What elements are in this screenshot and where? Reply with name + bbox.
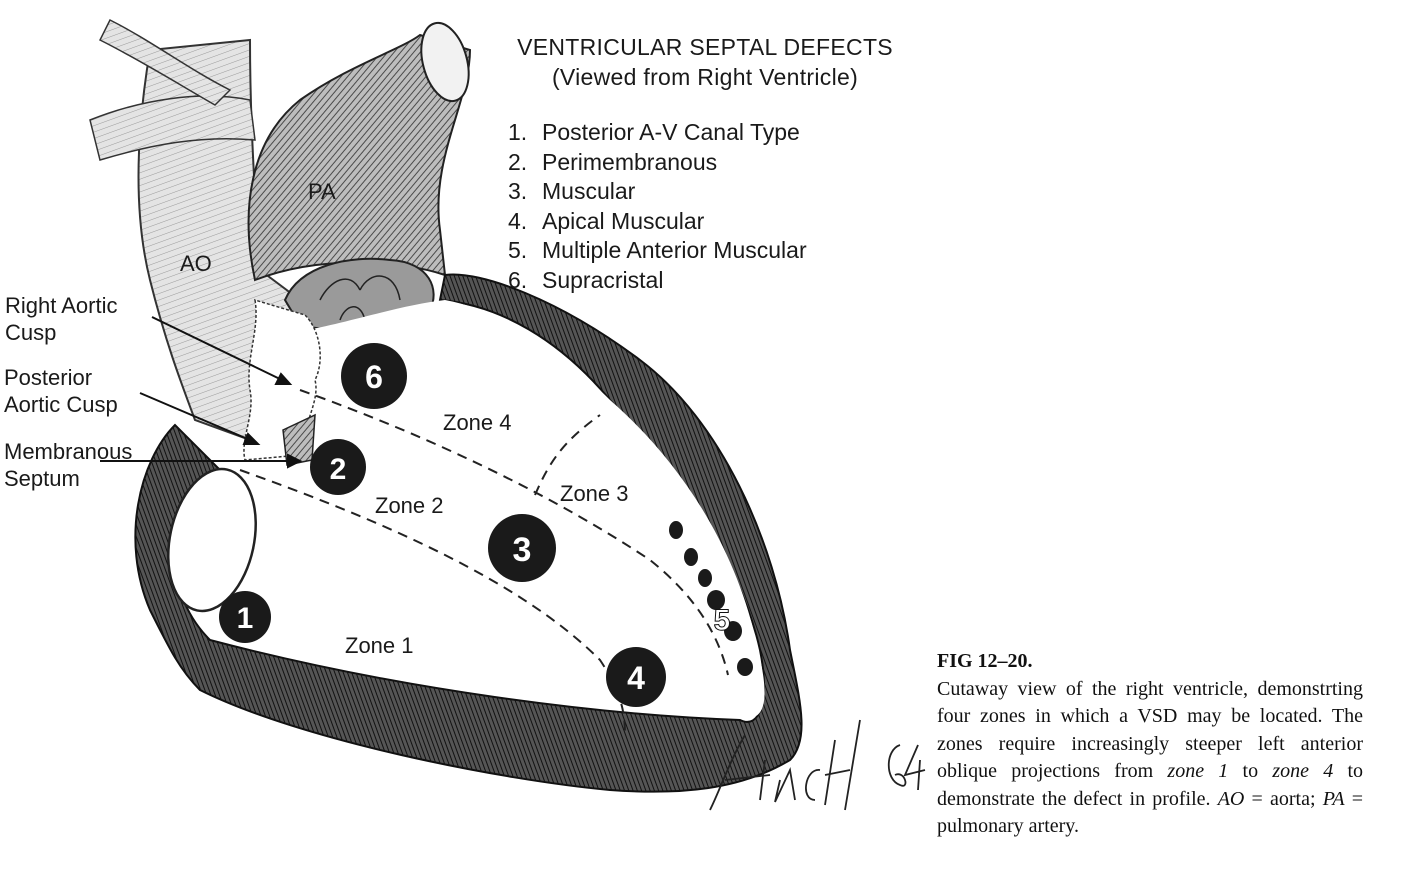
- zone-divider-2: [299, 389, 729, 676]
- defect-5-dot: [698, 569, 712, 587]
- legend-item: 6.Supracristal: [508, 266, 664, 293]
- legend-item: 4.Apical Muscular: [508, 207, 705, 234]
- legend-item: 3.Muscular: [508, 178, 636, 204]
- atrioventricular-opening: [167, 467, 257, 613]
- title-line-1: VENTRICULAR SEPTAL DEFECTS: [517, 34, 893, 60]
- title-line-2: (Viewed from Right Ventricle): [551, 64, 859, 90]
- zone-4-label: Zone 4: [443, 410, 512, 435]
- posterior-aortic-cusp-label: Posterior Aortic Cusp: [4, 365, 118, 417]
- zone-2-label: Zone 2: [375, 493, 444, 518]
- right-aortic-cusp-label: Right Aortic Cusp: [5, 293, 118, 345]
- defect-legend: 1.Posterior A-V Canal Type 2.Perimembran…: [508, 118, 807, 295]
- defect-5-label: 5: [714, 604, 731, 637]
- artist-signature: [709, 719, 926, 811]
- arrowhead-membranous-septum: [287, 453, 303, 469]
- defect-6-circle: [341, 343, 407, 409]
- arrowhead-right-aortic-cusp: [274, 372, 293, 385]
- defect-4-circle: [606, 647, 666, 707]
- defect-5-dot: [737, 658, 753, 676]
- defect-3-label: 3: [513, 531, 532, 569]
- defect-circles: [219, 343, 753, 707]
- zone-3-label: Zone 3: [560, 481, 629, 506]
- defect-6-label: 6: [365, 359, 383, 395]
- zone-divider-1: [239, 469, 626, 736]
- membranous-septum-label: Membranous Septum: [4, 439, 133, 491]
- defect-4-label: 4: [627, 660, 645, 696]
- defect-2-label: 2: [330, 453, 347, 486]
- defect-5-dot: [724, 621, 742, 641]
- defect-2-circle: [310, 439, 366, 495]
- aortic-upper-branch: [98, 18, 232, 106]
- diagram-title: VENTRICULAR SEPTAL DEFECTS (Viewed from …: [470, 32, 940, 92]
- defect-3-circle: [488, 514, 556, 582]
- figure-number: FIG 12–20.: [937, 650, 1033, 672]
- legend-item: 1.Posterior A-V Canal Type: [508, 119, 800, 145]
- defect-5-dot: [684, 548, 698, 566]
- legend-item: 5.Multiple Anterior Muscular: [508, 237, 807, 263]
- arrow-right-aortic-cusp: [151, 316, 283, 381]
- defect-1-label: 1: [237, 602, 254, 635]
- arrowhead-posterior-aortic-cusp: [242, 432, 261, 445]
- legend-item: 2.Perimembranous: [508, 148, 718, 175]
- pulmonary-artery-opening: [420, 21, 470, 103]
- defect-5-dot: [707, 590, 725, 610]
- zone-1-label: Zone 1: [345, 633, 414, 658]
- pa-label: PA: [308, 179, 336, 204]
- zone-divider-3: [534, 414, 601, 496]
- ventricle-wall: [134, 273, 803, 793]
- label-arrows: [100, 316, 303, 469]
- ao-label: AO: [180, 251, 212, 276]
- arrow-posterior-aortic-cusp: [139, 392, 251, 441]
- figure-caption: FIG 12–20. Cutaway view of the right ven…: [937, 650, 1363, 837]
- pulmonary-valve-cusps: [319, 275, 401, 321]
- ventricle-interior: [181, 300, 765, 718]
- defect-5-dot: [669, 521, 683, 539]
- aortic-branch-vessel: [89, 95, 256, 161]
- defect-1-circle: [219, 591, 271, 643]
